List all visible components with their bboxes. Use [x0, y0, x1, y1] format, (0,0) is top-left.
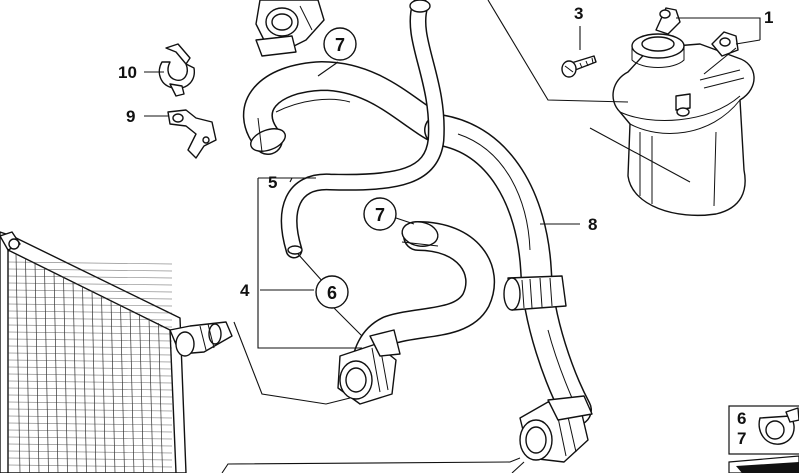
circled-7-mid-label: 7 [375, 205, 385, 225]
circled-6-label: 6 [327, 283, 337, 303]
long-diagonal-hose-8 [424, 114, 592, 426]
radiator-core-line [7, 296, 173, 300]
radiator-core-line [7, 303, 173, 307]
radiator-core-line [7, 408, 173, 412]
radiator-core-line [7, 464, 173, 468]
radiator-core-line [7, 422, 173, 426]
radiator-core-line [7, 324, 173, 328]
callout-labels: 1 3 10 9 5 4 8 [118, 4, 773, 300]
legend-number-6: 6 [737, 409, 746, 428]
hose-clamp-mid [503, 275, 567, 311]
circled-callout-7-mid: 7 [363, 197, 397, 231]
legend-box: 6 7 [728, 405, 799, 473]
top-connector [255, 0, 325, 57]
callout-1: 1 [764, 8, 773, 27]
radiator-fin [110, 299, 116, 473]
callout-4: 4 [240, 281, 250, 300]
radiator-core-line [7, 352, 173, 356]
thin-vertical-hose [280, 0, 445, 259]
quick-connector-bottom [519, 395, 593, 463]
radiator-core-line [7, 436, 173, 440]
callout-3: 3 [574, 4, 583, 23]
radiator-core-line [7, 268, 173, 272]
quick-connector-left [337, 329, 401, 405]
leader-lines [144, 0, 761, 473]
hose-clamp-10 [158, 43, 195, 97]
upper-curved-hose [242, 61, 455, 155]
radiator-core-line [7, 345, 173, 349]
radiator-core-line [7, 289, 173, 293]
callout-9: 9 [126, 107, 135, 126]
radiator-fin [15, 253, 21, 473]
bracket-9 [167, 109, 217, 159]
radiator-fin [34, 263, 40, 473]
radiator-core-line [7, 394, 173, 398]
radiator-core-line [7, 366, 173, 370]
tank-screw [561, 55, 597, 78]
radiator-core-line [7, 310, 173, 314]
radiator-core-line [7, 429, 173, 433]
radiator-core-line [7, 450, 173, 454]
radiator-fin [82, 286, 87, 473]
radiator-fin [44, 267, 49, 473]
radiator [0, 231, 233, 473]
radiator-core-line [7, 387, 173, 391]
radiator-core-line [7, 338, 173, 342]
radiator-core-line [7, 380, 173, 384]
radiator-core-line [7, 457, 173, 461]
radiator-core-line [7, 443, 173, 447]
radiator-fin [72, 281, 78, 473]
radiator-core-line [7, 282, 173, 286]
legend-number-7: 7 [737, 429, 746, 448]
radiator-core-line [7, 415, 173, 419]
expansion-tank [612, 7, 755, 217]
radiator-fin [53, 272, 59, 473]
legend-clamp-icon [758, 407, 799, 445]
radiator-fin [101, 295, 106, 473]
radiator-fin [148, 318, 154, 473]
callout-8: 8 [588, 215, 597, 234]
radiator-core-line [7, 359, 173, 363]
radiator-core-line [7, 401, 173, 405]
circled-callout-7-top: 7 [323, 27, 357, 61]
radiator-core-line [7, 331, 173, 335]
circled-callout-6: 6 [315, 275, 349, 309]
radiator-core-line [7, 373, 173, 377]
radiator-core-line [7, 317, 173, 321]
radiator-core-line [7, 261, 173, 265]
circled-7-top-label: 7 [335, 35, 345, 55]
callout-5: 5 [268, 173, 277, 192]
radiator-fin [120, 304, 125, 473]
callout-10: 10 [118, 63, 137, 82]
radiator-core-line [7, 275, 173, 279]
